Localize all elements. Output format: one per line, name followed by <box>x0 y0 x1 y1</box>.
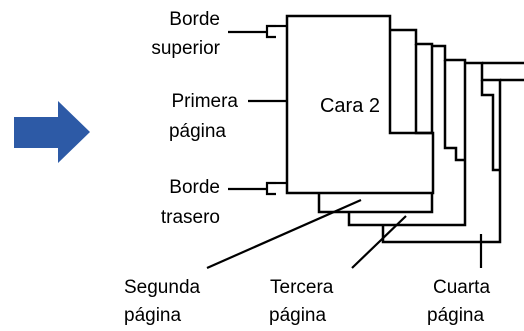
arrow-right-icon <box>14 101 90 163</box>
first-page-face-label: Cara 2 <box>319 95 381 117</box>
third-page-tab <box>443 60 465 162</box>
first-page-label-line2: página <box>168 121 226 142</box>
back-edge-label-line2: trasero <box>160 207 220 228</box>
third-page-label-line2: página <box>269 305 327 326</box>
top-edge-label-line1: Borde <box>169 9 220 30</box>
second-page-leader <box>206 198 362 270</box>
fourth-page-label-line2: página <box>427 305 485 326</box>
top-edge-bracket <box>265 24 276 39</box>
second-page-tab <box>414 44 433 135</box>
top-edge-label-line2: superior <box>151 38 220 59</box>
third-page-label-line1: Tercera <box>270 277 334 298</box>
fourth-page-label-line1: Cuarta <box>433 277 491 298</box>
back-edge-label-line1: Borde <box>169 177 220 198</box>
second-page-label-line1: Segunda <box>124 277 201 298</box>
second-page-label-line2: página <box>124 305 182 326</box>
first-page-label-line1: Primera <box>171 91 238 112</box>
third-page-leader <box>351 215 407 269</box>
back-edge-bracket <box>265 181 276 196</box>
fourth-page-tab <box>480 80 500 172</box>
